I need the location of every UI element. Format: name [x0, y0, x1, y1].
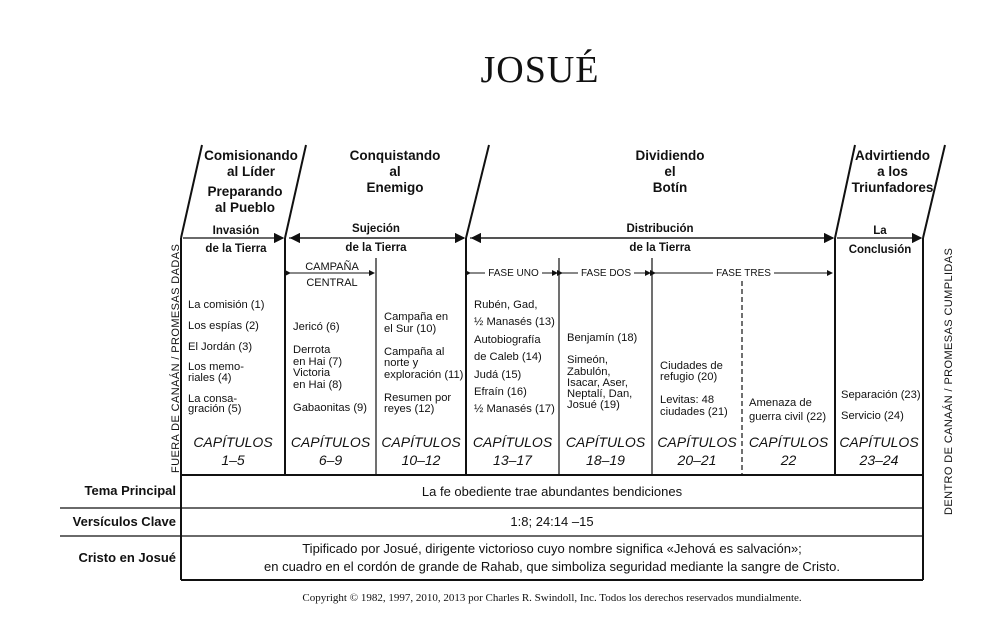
chapters-range-6: 20–21 — [677, 452, 717, 468]
chapters-range-4: 13–17 — [493, 452, 532, 468]
phase-two-label: FASE DOS — [577, 268, 634, 279]
chapters-label-5: CAPÍTULOS — [565, 434, 646, 450]
christ-label: Cristo en Josué — [78, 550, 176, 565]
column-2-items: Jericó (6) Derrota en Hai (7) Victoria e… — [293, 321, 368, 415]
chapters-range-5: 18–19 — [586, 452, 625, 468]
left-side-label: FUERA DE CANAÁN / PROMESAS DADAS — [170, 243, 182, 473]
phase-one-label: FASE UNO — [485, 268, 542, 279]
chapters-label-8: CAPÍTULOS — [839, 434, 919, 450]
section-distribution-top: Distribución — [626, 223, 694, 235]
chapters-label-2: CAPÍTULOS — [290, 434, 371, 450]
chapters-label-3: CAPÍTULOS — [381, 434, 461, 450]
chapters-range-8: 23–24 — [859, 452, 899, 468]
column-8-items: Separación (23) Servicio (24) — [841, 389, 921, 422]
header-warning: Advirtiendo a los Triunfadores — [851, 148, 934, 195]
campaign-central-bottom: CENTRAL — [306, 277, 358, 289]
column-3-items: Campaña en el Sur (10) Campaña al norte … — [384, 311, 464, 415]
chapters-label-7: CAPÍTULOS — [748, 434, 829, 450]
verses-label: Versículos Clave — [72, 514, 176, 529]
chapters-range-1: 1–5 — [221, 452, 245, 468]
column-5-items: Benjamín (18) Simeón, Zabulón, Isacar, A… — [567, 332, 638, 412]
christ-text: Tipificado por Josué, dirigente victorio… — [264, 541, 840, 574]
section-conclusion: La Conclusión — [848, 225, 912, 256]
chapters-range-7: 22 — [780, 452, 797, 468]
chapters-label-1: CAPÍTULOS — [193, 434, 273, 450]
campaign-central-top: CAMPAÑA — [305, 261, 359, 273]
phase-three-label: FASE TRES — [713, 268, 774, 279]
chapters-range-3: 10–12 — [401, 452, 441, 468]
chapters-range-2: 6–9 — [318, 452, 343, 468]
section-subjection-bottom: de la Tierra — [345, 242, 407, 254]
copyright: Copyright © 1982, 1997, 2010, 2013 por C… — [302, 592, 802, 604]
header-dividing: Dividiendo el Botín — [635, 148, 705, 195]
right-side-label: DENTRO DE CANAÁN / PROMESAS CUMPLIDAS — [943, 247, 955, 515]
page-title: JOSUÉ — [480, 49, 600, 91]
column-7-items: Amenaza de guerra civil (22) — [749, 397, 827, 423]
chapters-label-4: CAPÍTULOS — [472, 434, 553, 450]
section-invasion: Invasión de la Tierra — [205, 225, 267, 255]
section-subjection-top: Sujeción — [352, 223, 400, 235]
theme-label: Tema Principal — [84, 483, 176, 498]
section-distribution-bottom: de la Tierra — [629, 242, 691, 254]
column-4-items: Rubén, Gad, ½ Manasés (13) Autobiografía… — [474, 299, 555, 416]
header-conquering: Conquistando al Enemigo — [349, 148, 441, 195]
header-commissioning: Comisionando al Líder — [204, 148, 298, 179]
theme-text: La fe obediente trae abundantes bendicio… — [421, 484, 683, 499]
verses-text: 1:8; 24:14 –15 — [510, 514, 594, 529]
chapters-label-6: CAPÍTULOS — [657, 434, 737, 450]
column-6-items: Ciudades de refugio (20) Levitas: 48 ciu… — [660, 360, 728, 418]
column-1-items: La comisión (1) Los espías (2) El Jordán… — [188, 299, 265, 416]
header-preparing: Preparando al Pueblo — [207, 184, 283, 215]
